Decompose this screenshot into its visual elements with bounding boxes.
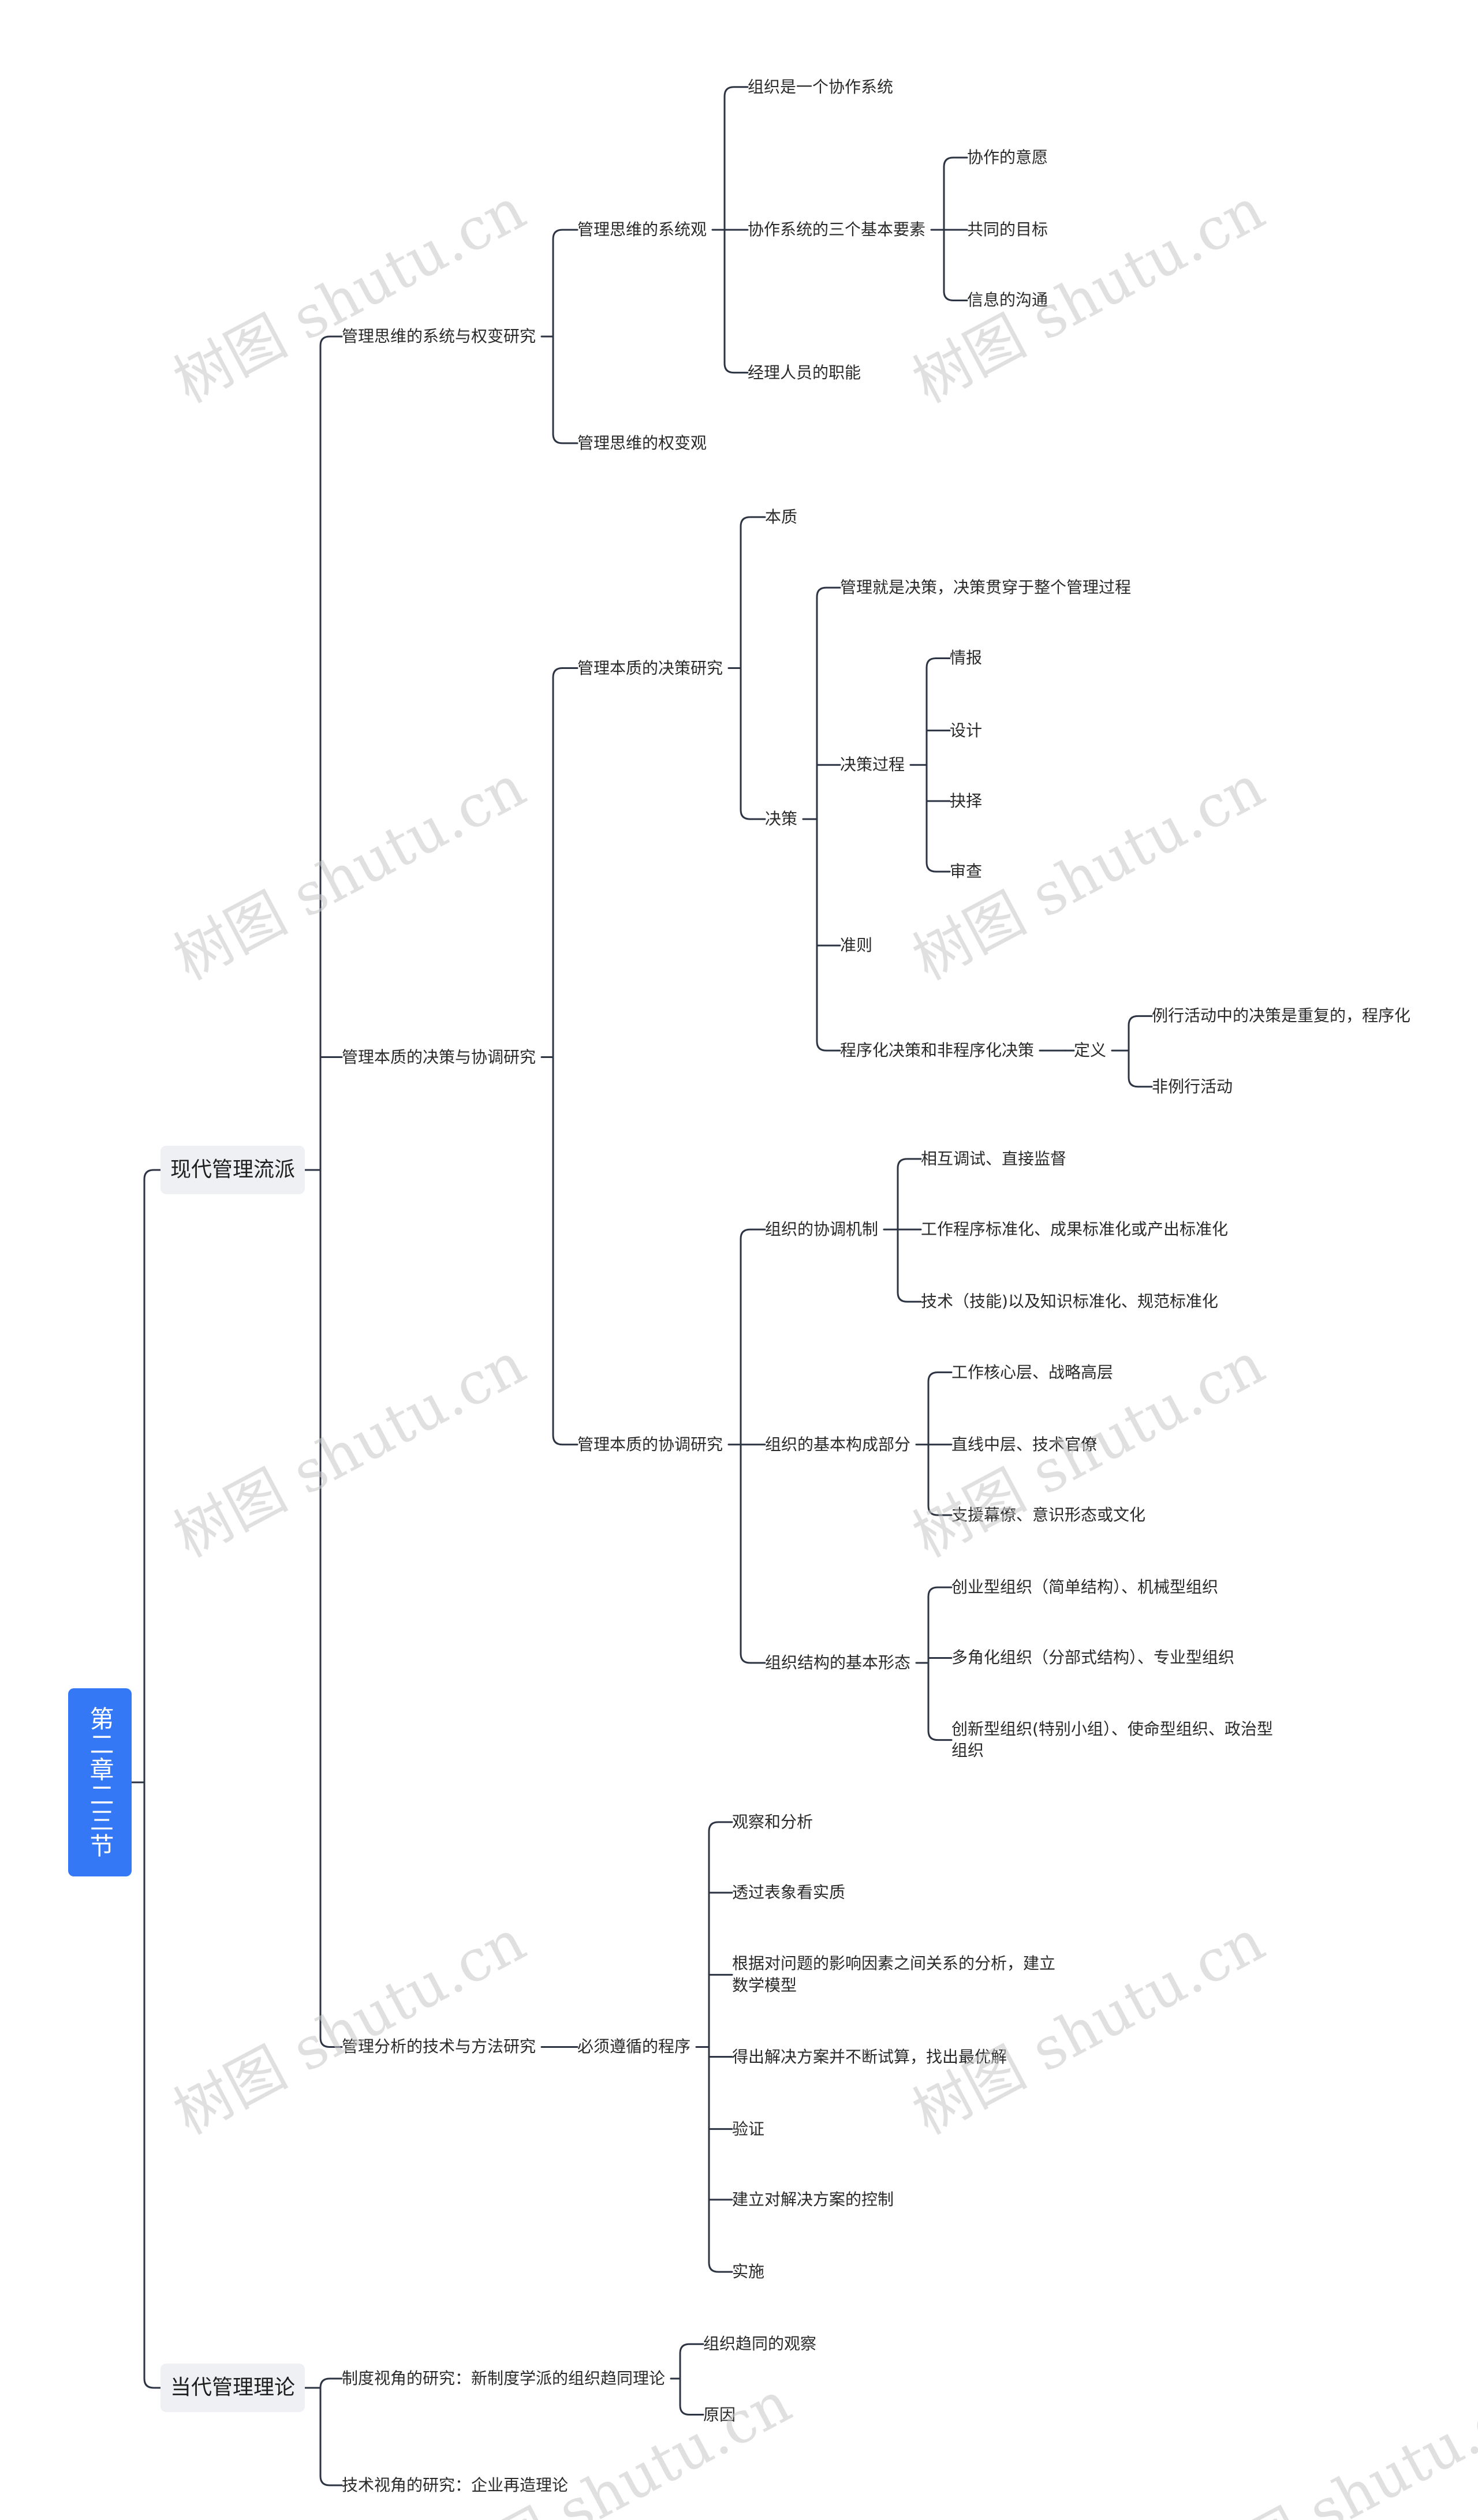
leaf-definition-1[interactable]: 例行活动中的决策是重复的，程序化 [1152,1006,1411,1026]
subtopic-a1[interactable]: 管理思维的系统观 [577,220,707,240]
leaf-a1-2-1[interactable]: 协作的意愿 [967,148,1048,167]
leaf-procedure-step-6[interactable]: 建立对解决方案的控制 [732,2189,894,2209]
subtopic-b1[interactable]: 管理本质的决策研究 [577,658,723,678]
subtopic-a2[interactable]: 管理思维的权变观 [577,433,707,453]
leaf-b2-3-1[interactable]: 创业型组织（简单结构）、机械型组织 [951,1577,1219,1597]
leaf-institutional-2[interactable]: 原因 [703,2405,736,2424]
connector-bracket [319,335,343,2048]
subtopic-b1-2-1[interactable]: 管理就是决策，决策贯穿于整个管理过程 [840,578,1132,597]
leaf-decision-step-1[interactable]: 情报 [950,648,983,668]
leaf-institutional-1[interactable]: 组织趋同的观察 [703,2334,817,2354]
connector-bracket [927,1371,953,1516]
connector-bracket [679,2343,704,2416]
connector-bracket [816,586,841,1052]
connector-bracket [1128,1015,1153,1088]
leaf-procedure-step-7[interactable]: 实施 [732,2262,765,2282]
subtopic-b1-2-4[interactable]: 程序化决策和非程序化决策 [840,1041,1035,1060]
connector-bracket [925,657,951,873]
subtopic-definition[interactable]: 定义 [1074,1041,1107,1060]
leaf-b2-3-3[interactable]: 创新型组织(特别小组）、使命型组织、政治型组织 [951,1719,1273,1760]
subtopic-b2-2[interactable]: 组织的基本构成部分 [765,1434,911,1454]
subtopic-a1-3[interactable]: 经理人员的职能 [748,362,861,382]
connector-bracket [723,86,749,374]
leaf-procedure-step-1[interactable]: 观察和分析 [732,1812,813,1831]
leaf-decision-step-4[interactable]: 审查 [950,862,983,881]
leaf-b2-3-2[interactable]: 多角化组织（分部式结构）、专业型组织 [951,1648,1235,1667]
subtopic-b2-1[interactable]: 组织的协调机制 [765,1220,879,1239]
leaf-procedure-step-4[interactable]: 得出解决方案并不断试算，找出最优解 [732,2047,1007,2066]
leaf-a1-2-2[interactable]: 共同的目标 [967,220,1048,240]
leaf-procedure-step-2[interactable]: 透过表象看实质 [732,1883,846,1902]
connector-bracket [943,156,968,301]
branch-topic-1[interactable]: 现代管理流派 [161,1146,305,1194]
subtopic-b1-2[interactable]: 决策 [765,809,798,829]
connector-bracket [319,2377,343,2487]
subtopic-b1-1[interactable]: 本质 [765,507,798,526]
subtopic-b1-2-3[interactable]: 准则 [840,936,873,955]
connector-bracket [740,1228,766,1664]
leaf-decision-step-3[interactable]: 抉择 [950,791,983,810]
subtopic-b2[interactable]: 管理本质的协调研究 [577,1434,723,1454]
topic-3[interactable]: 管理分析的技术与方法研究 [342,2037,536,2057]
topic-1[interactable]: 管理思维的系统与权变研究 [342,327,536,346]
leaf-b2-2-3[interactable]: 支援幕僚、意识形态或文化 [951,1505,1146,1524]
connector-bracket [708,1821,733,2273]
connector-bracket [740,516,766,820]
subtopic-a1-2[interactable]: 协作系统的三个基本要素 [748,220,926,240]
topic-b-1[interactable]: 制度视角的研究：新制度学派的组织趋同理论 [342,2368,666,2388]
subtopic-b1-2-2[interactable]: 决策过程 [840,755,905,775]
connector-bracket [552,229,578,444]
leaf-b2-2-2[interactable]: 直线中层、技术官僚 [951,1434,1098,1454]
leaf-b2-2-1[interactable]: 工作核心层、战略高层 [951,1362,1114,1382]
connector-bracket [552,667,578,1446]
leaf-decision-step-2[interactable]: 设计 [950,720,983,740]
subtopic-c1[interactable]: 必须遵循的程序 [577,2037,691,2057]
leaf-b2-1-2[interactable]: 工作程序标准化、成果标准化或产出标准化 [921,1220,1229,1239]
subtopic-b2-3[interactable]: 组织结构的基本形态 [765,1652,911,1672]
topic-2[interactable]: 管理本质的决策与协调研究 [342,1047,536,1067]
connector-bracket [897,1158,922,1303]
branch-topic-2[interactable]: 当代管理理论 [161,2364,305,2412]
leaf-a1-2-3[interactable]: 信息的沟通 [967,290,1048,310]
root-topic[interactable]: 第二章二三节 [68,1688,132,1876]
leaf-definition-2[interactable]: 非例行活动 [1152,1076,1233,1096]
connector-bracket [927,1586,953,1741]
subtopic-a1-1[interactable]: 组织是一个协作系统 [748,77,894,96]
connector-bracket [143,1169,162,2389]
leaf-procedure-step-3[interactable]: 根据对问题的影响因素之间关系的分析，建立数学模型 [732,1954,1056,1995]
leaf-b2-1-3[interactable]: 技术（技能)以及知识标准化、规范标准化 [921,1292,1218,1311]
topic-b-2[interactable]: 技术视角的研究：企业再造理论 [342,2475,569,2495]
leaf-procedure-step-5[interactable]: 验证 [732,2119,765,2138]
leaf-b2-1-1[interactable]: 相互调试、直接监督 [921,1149,1067,1168]
